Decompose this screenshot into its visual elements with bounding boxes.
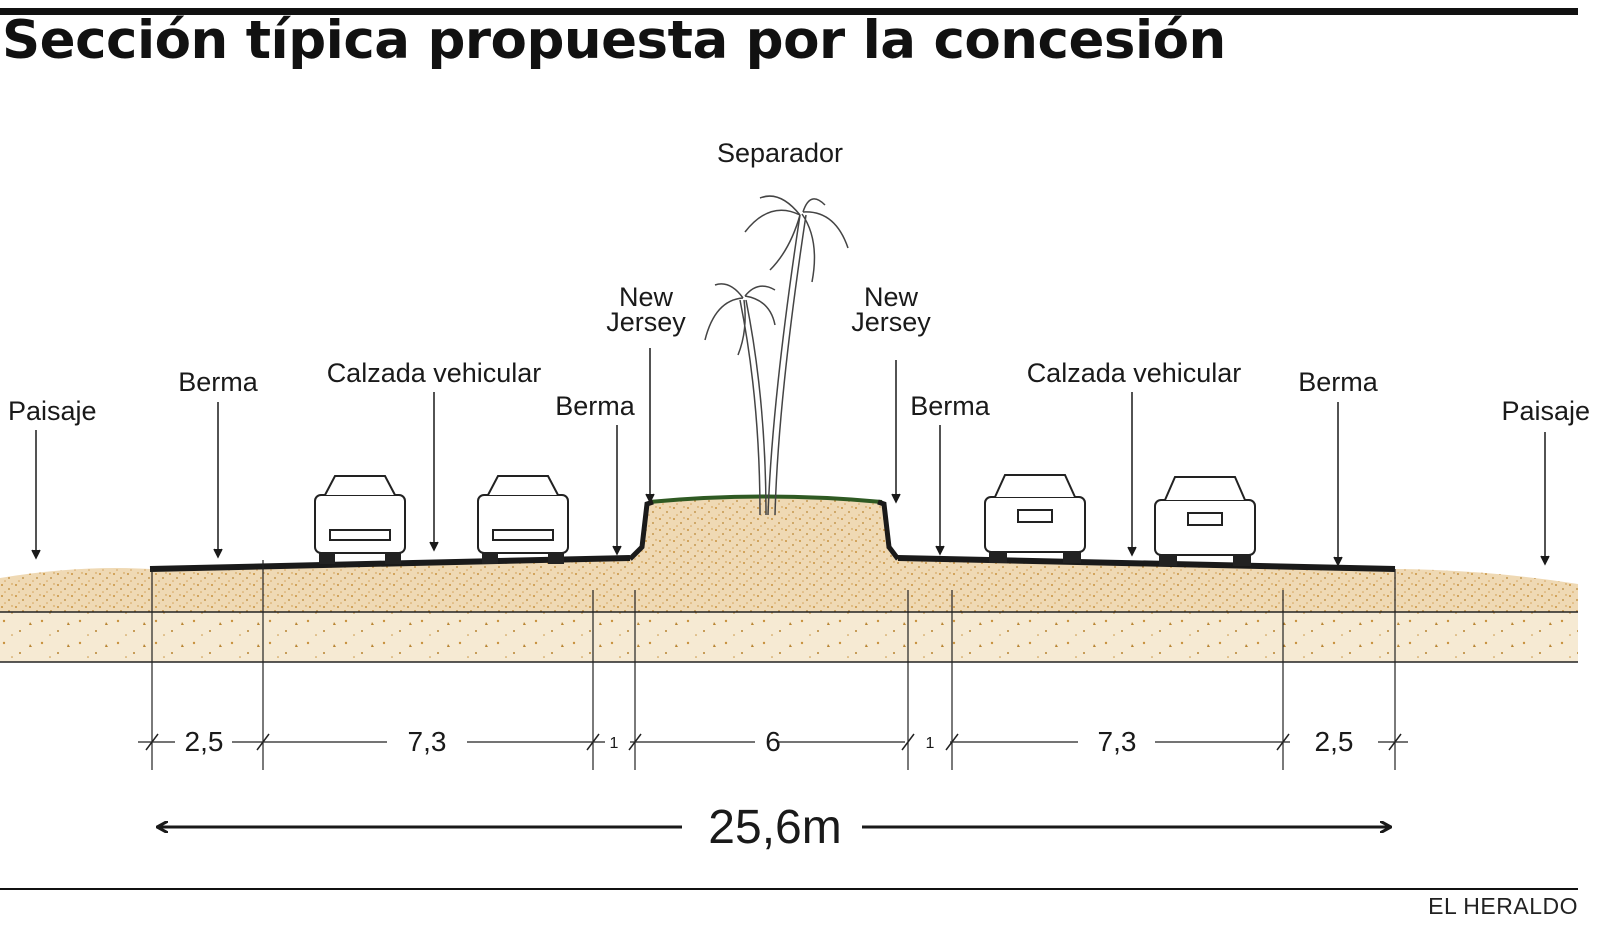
- road-cross-section-diagram: Separador New Jersey New Jersey Paisaje …: [0, 138, 1590, 854]
- dimension-label-calzada-right: 7,3: [1098, 726, 1137, 757]
- label-berma-outer-left: Berma: [178, 367, 259, 397]
- car-rear-icon: [984, 474, 1086, 563]
- car-front-icon: [314, 475, 406, 564]
- new-jersey-barrier-right: [877, 499, 900, 561]
- dimension-label-berma-right: 2,5: [1315, 726, 1354, 757]
- dimension-label-calzada-left: 7,3: [408, 726, 447, 757]
- car-rear-icon: [1154, 476, 1256, 566]
- credit: EL HERALDO: [1428, 893, 1578, 919]
- dimension-label-berma-inner-right: 1: [926, 735, 935, 752]
- car-front-icon: [477, 475, 569, 564]
- median-separator: [628, 494, 900, 612]
- label-paisaje-right: Paisaje: [1501, 396, 1590, 426]
- label-new-jersey-right-line2: Jersey: [851, 307, 931, 337]
- label-new-jersey-left-line1: New: [619, 282, 674, 312]
- label-new-jersey-right-line1: New: [864, 282, 919, 312]
- dimension-label-berma-inner-left: 1: [610, 735, 619, 752]
- label-calzada-left: Calzada vehicular: [327, 358, 542, 388]
- label-new-jersey-left-line2: Jersey: [606, 307, 686, 337]
- dimension-ticks: [145, 733, 1402, 751]
- label-leader-lines: [31, 348, 1550, 567]
- label-separador: Separador: [717, 138, 843, 168]
- palm-tree-icon: [704, 195, 849, 516]
- dimension-extension-lines: [151, 560, 1396, 770]
- soil-lower-layer: [0, 611, 1578, 663]
- label-berma-outer-right: Berma: [1298, 367, 1379, 397]
- label-berma-inner-left: Berma: [555, 391, 636, 421]
- dimension-label-separador: 6: [765, 726, 781, 757]
- total-width-label: 25,6m: [708, 801, 841, 854]
- label-calzada-right: Calzada vehicular: [1027, 358, 1242, 388]
- label-paisaje-left: Paisaje: [8, 396, 97, 426]
- top-rule: [0, 8, 1578, 15]
- bottom-rule: [0, 888, 1578, 890]
- dimension-label-berma-left: 2,5: [185, 726, 224, 757]
- page-title: Sección típica propuesta por la concesió…: [2, 10, 1226, 71]
- label-berma-inner-right: Berma: [910, 391, 991, 421]
